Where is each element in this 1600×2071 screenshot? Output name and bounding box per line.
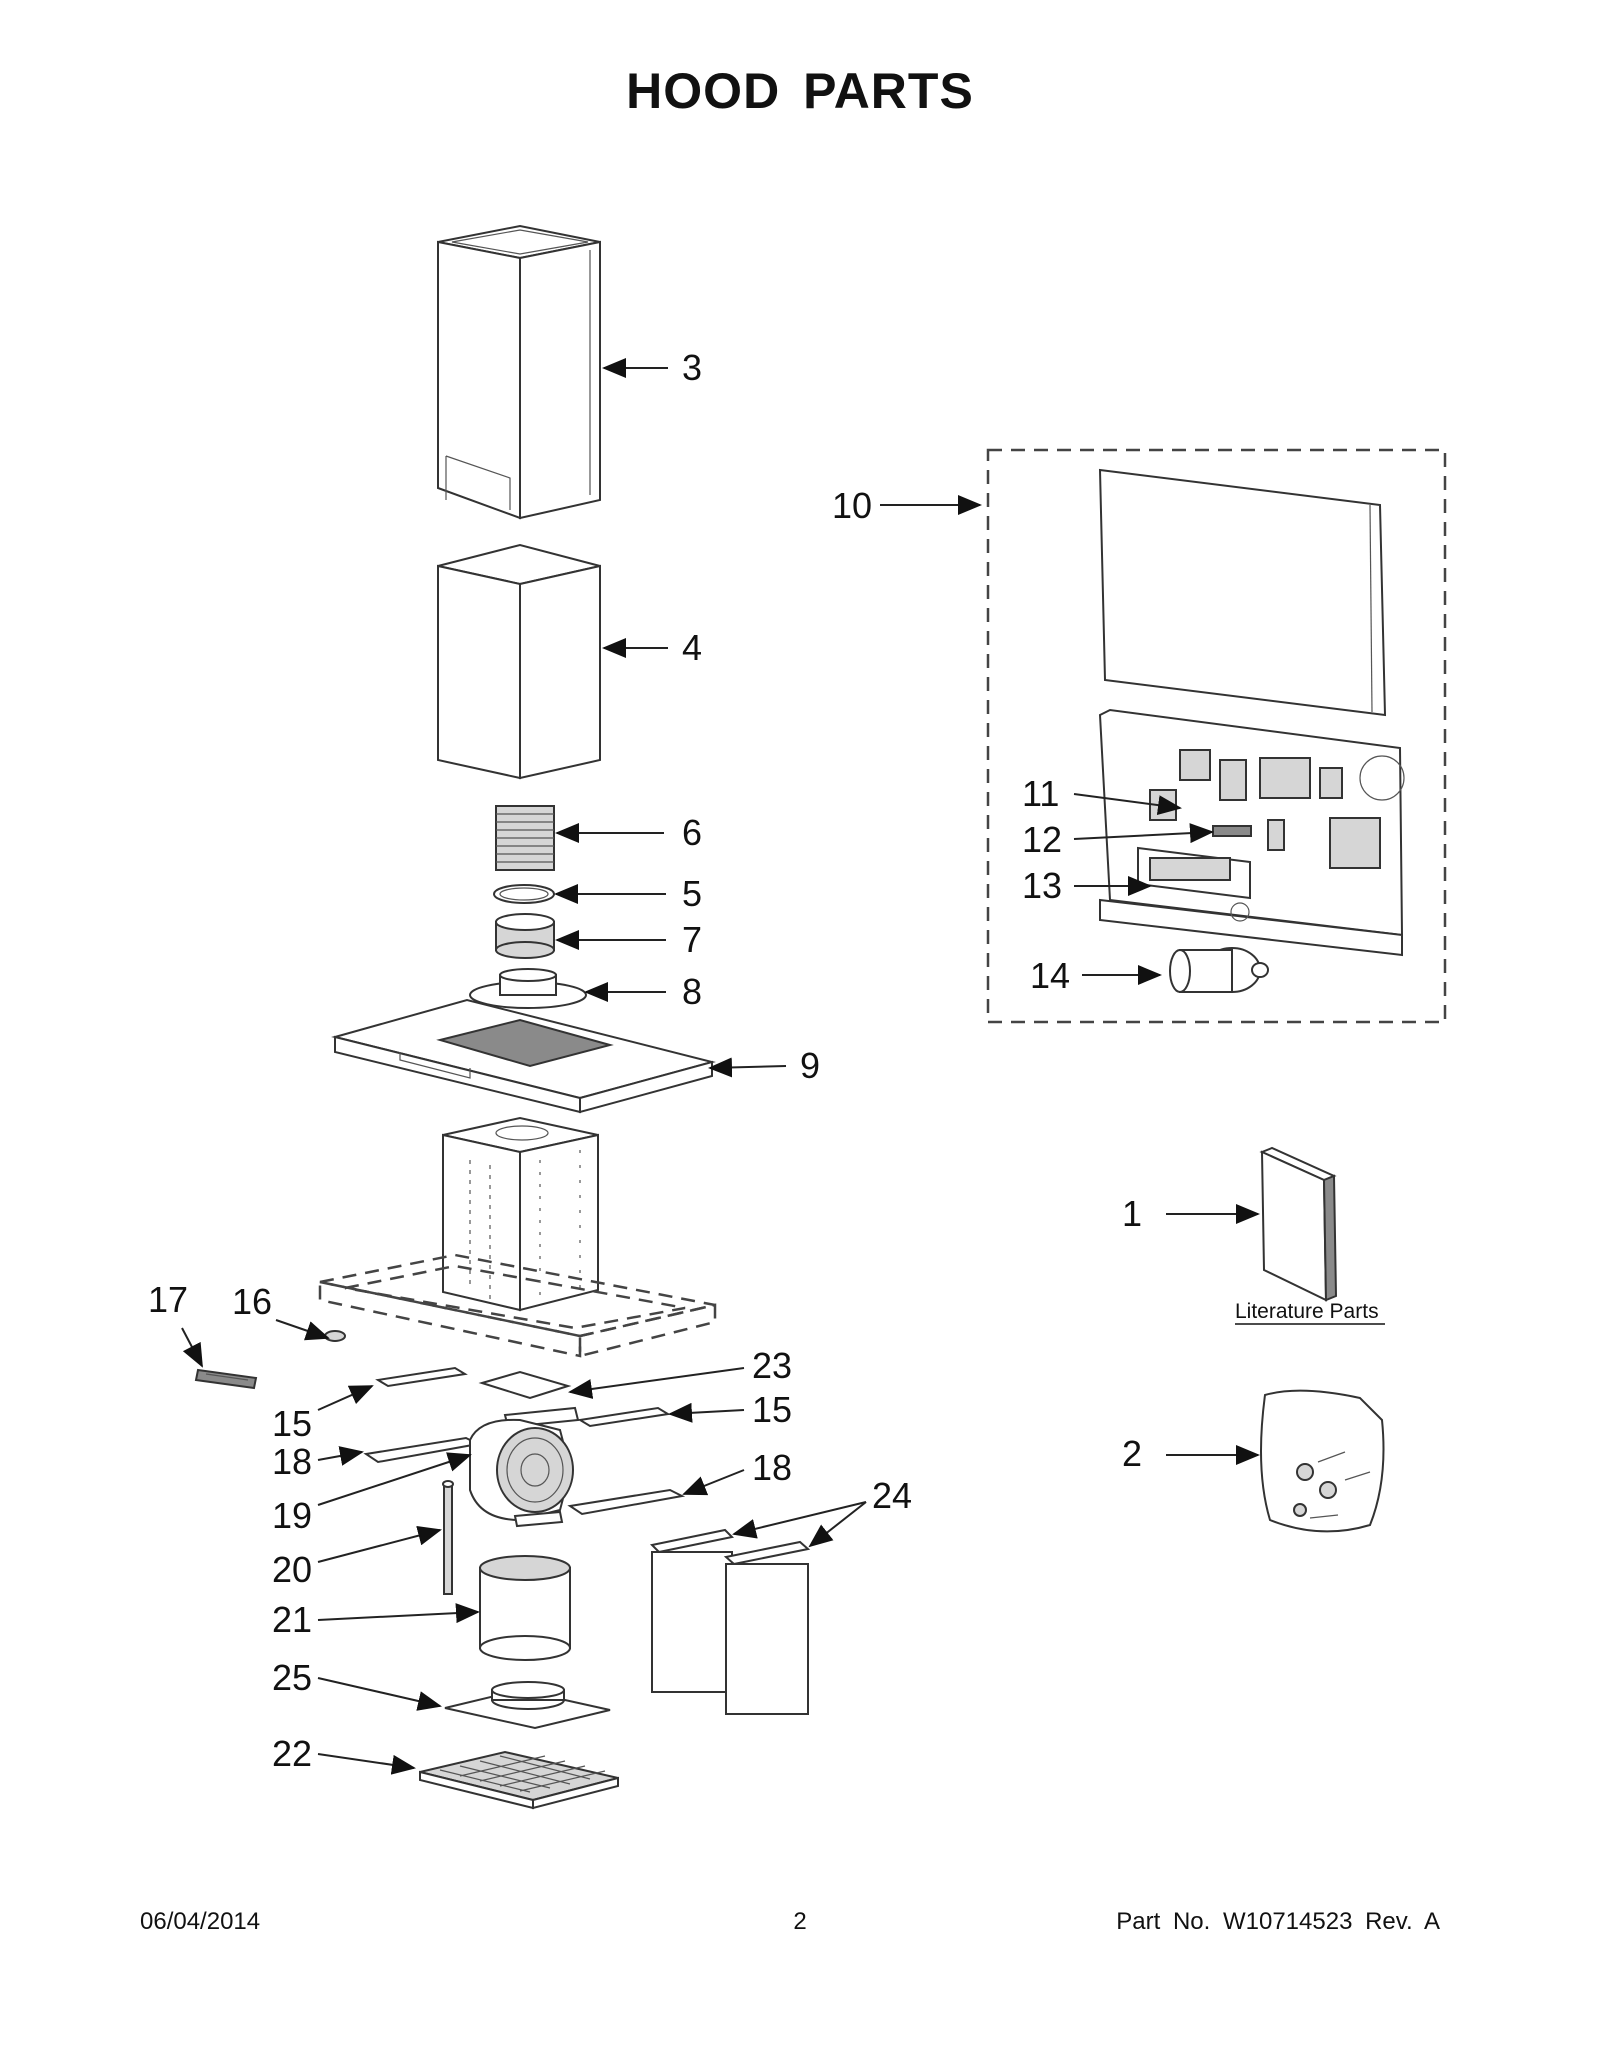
part-15-filter-rail-right [577,1406,671,1428]
footer-date: 06/04/2014 [140,1908,261,1935]
callout-15-right: 15 [752,1389,792,1430]
callout-11: 11 [1022,773,1059,814]
callout-24: 24 [872,1475,912,1516]
part-24-filter-b [723,1540,811,1715]
callout-22: 22 [272,1733,312,1774]
part-1-literature-booklet [1259,1146,1338,1302]
part-4-lower-chimney [437,543,601,780]
callout-6: 6 [682,812,702,853]
callout-20: 20 [272,1549,312,1590]
part-12-relay [1212,825,1252,837]
part-18-strip-right [567,1488,686,1516]
callout-10: 10 [832,485,872,526]
callout-9: 9 [800,1045,820,1086]
main-hood-body [318,1116,717,1358]
part-13-transformer [1137,846,1251,922]
leader-lines [181,358,1260,1775]
part-5-clamp [493,884,555,904]
callout-17: 17 [148,1279,188,1320]
control-panel-cover [1098,468,1387,717]
part-3-upper-chimney [437,224,601,520]
callout-7: 7 [682,919,702,960]
part-16-clip [324,1330,346,1342]
part-19-blower [469,1406,580,1528]
callout-18-left: 18 [272,1441,312,1482]
part-22-grease-filter [419,1750,619,1810]
callout-14: 14 [1030,955,1070,996]
callout-12: 12 [1022,819,1062,860]
callout-13: 13 [1022,865,1062,906]
callout-25: 25 [272,1657,312,1698]
literature-parts-label: Literature Parts [1235,1300,1379,1323]
callout-23: 23 [752,1345,792,1386]
part-10-control-kit-box [986,448,1447,1024]
part-7-damper [495,913,555,959]
callout-3: 3 [682,347,702,388]
page-title: HOOD PARTS [626,63,974,119]
part-6-flex-duct [495,805,555,871]
part-14-capacitor [1169,947,1269,993]
callout-16: 16 [232,1281,272,1322]
callout-1: 1 [1122,1193,1142,1234]
part-8-duct-collar [469,968,587,1009]
callout-15-left: 15 [272,1403,312,1444]
footer-page-number: 2 [793,1908,807,1935]
part-21-cylinder [479,1555,571,1661]
callout-8: 8 [682,971,702,1012]
part-17-switch [194,1368,258,1390]
callout-19: 19 [272,1495,312,1536]
callout-numbers: 3 4 6 5 7 8 9 10 11 12 13 14 1 2 17 16 2… [148,347,1142,1774]
callout-21: 21 [272,1599,312,1640]
footer-part-number: Part No. W10714523 Rev. A [1116,1908,1440,1935]
part-24-filter-a [649,1528,735,1693]
part-9-top-cover [331,998,716,1114]
part-23-plate [478,1370,572,1400]
callout-4: 4 [682,627,702,668]
part-2-hardware-bag [1260,1389,1385,1533]
part-20-rod [442,1480,454,1595]
callout-2: 2 [1122,1433,1142,1474]
callout-18-right: 18 [752,1447,792,1488]
part-15-filter-rail-left [375,1366,468,1388]
callout-5: 5 [682,873,702,914]
part-25-adapter [444,1681,611,1730]
